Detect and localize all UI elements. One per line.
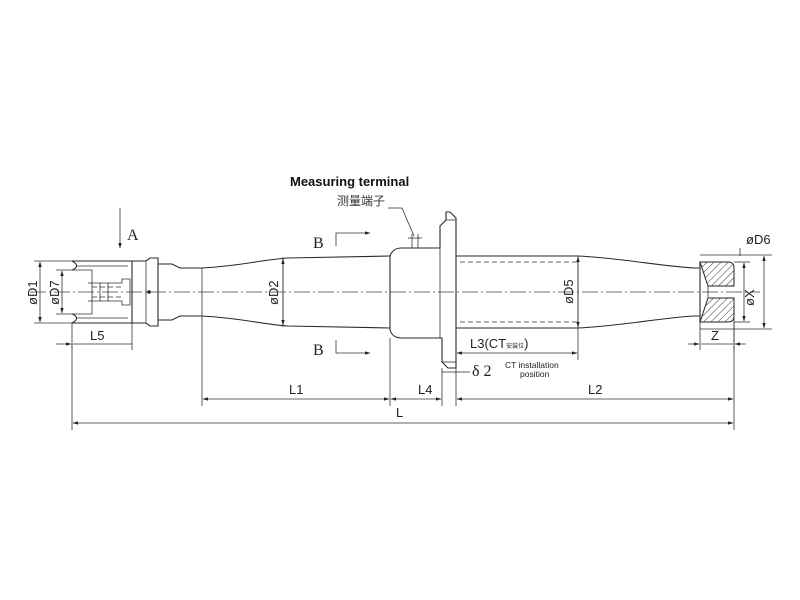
view-a-label: A [127, 227, 139, 244]
d6-label: øD6 [746, 232, 771, 247]
left-terminal-end [71, 257, 159, 327]
d1-label: øD1 [25, 280, 40, 305]
dim-l5: L5 [56, 323, 133, 350]
dim-d6: øD6 [700, 232, 772, 330]
flange [389, 211, 457, 369]
dim-l3: L3(CT安装位) [456, 328, 579, 360]
section-b-bottom-label: B [313, 342, 324, 359]
d2-label: øD2 [266, 280, 281, 305]
dim-l: L [71, 344, 734, 430]
l-label: L [396, 405, 403, 420]
l5-label: L5 [90, 328, 104, 343]
measuring-terminal-label: Measuring terminal [290, 174, 409, 189]
terminal-neck [158, 263, 202, 321]
l2-label: L2 [588, 382, 602, 397]
d7-label: øD7 [47, 280, 62, 305]
dim-d5: øD5 [561, 256, 580, 328]
section-b-indicator: B B [313, 231, 371, 359]
dim-l1-l4-l2: L1 L4 L2 [201, 316, 735, 430]
delta2-label: δ 2 [472, 363, 492, 380]
x-label: øX [742, 289, 757, 306]
l3-label: L3(CT安装位) [470, 336, 528, 351]
view-a-indicator: A [118, 208, 139, 249]
dim-d7: øD7 [47, 269, 84, 315]
measuring-terminal: Measuring terminal 测量端子 [290, 174, 422, 248]
d5-label: øD5 [561, 279, 576, 304]
measuring-terminal-cn-label: 测量端子 [337, 194, 385, 208]
dim-d1: øD1 [25, 260, 72, 324]
l1-label: L1 [289, 382, 303, 397]
l4-label: L4 [418, 382, 432, 397]
dim-d2: øD2 [266, 258, 285, 326]
dim-x: øX [734, 261, 757, 323]
dim-delta2: δ 2 CT installation position [442, 360, 559, 380]
ct-installation-label: CT installation [505, 360, 559, 370]
section-b-top-label: B [313, 235, 324, 252]
ct-position-label: position [520, 369, 550, 379]
right-end-cap [699, 261, 735, 323]
z-label: Z [711, 328, 719, 343]
